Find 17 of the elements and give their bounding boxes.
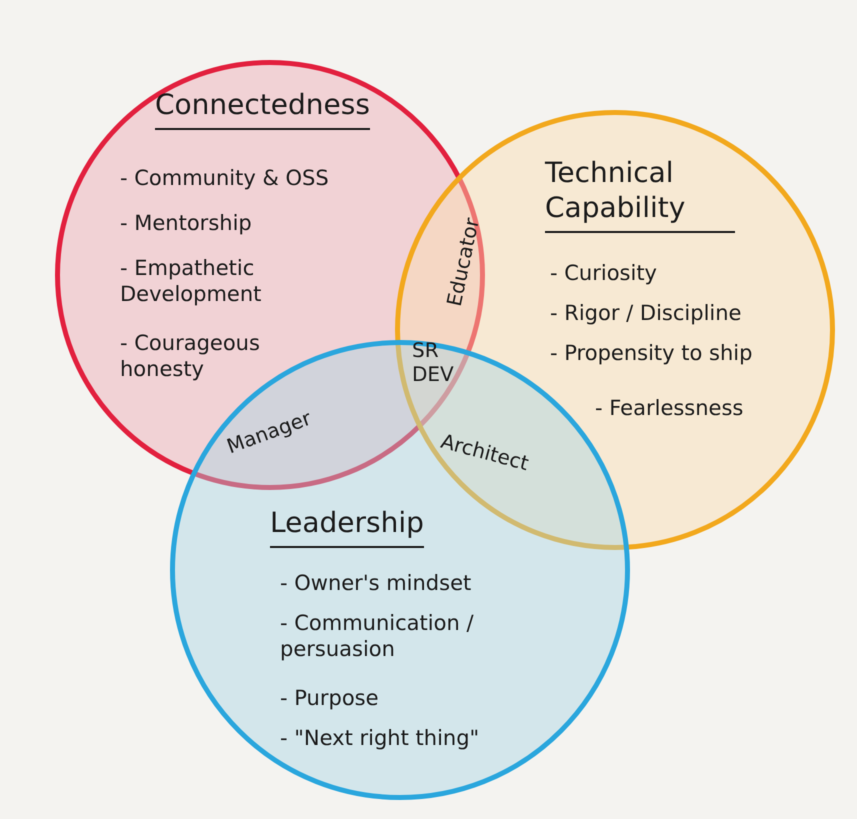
- list-item: - Communication / persuasion: [280, 610, 475, 662]
- list-item: - Empathetic Development: [120, 255, 262, 308]
- list-item: - "Next right thing": [280, 725, 480, 752]
- list-item: - Rigor / Discipline: [550, 300, 742, 326]
- overlap-label: SR DEV: [412, 338, 455, 386]
- circle-heading: Connectedness: [155, 87, 370, 130]
- overlap-label: Educator: [442, 216, 484, 308]
- list-item: - Purpose: [280, 685, 379, 712]
- list-item: - Mentorship: [120, 210, 252, 236]
- list-item: - Community & OSS: [120, 165, 329, 192]
- list-item: - Fearlessness: [595, 395, 744, 422]
- list-item: - Curiosity: [550, 260, 657, 286]
- list-item: - Owner's mindset: [280, 570, 472, 596]
- list-item: - Propensity to ship: [550, 340, 752, 366]
- list-item: - Courageous honesty: [120, 330, 261, 382]
- circle-heading: Leadership: [270, 505, 424, 548]
- circle-heading: Technical Capability: [545, 155, 735, 233]
